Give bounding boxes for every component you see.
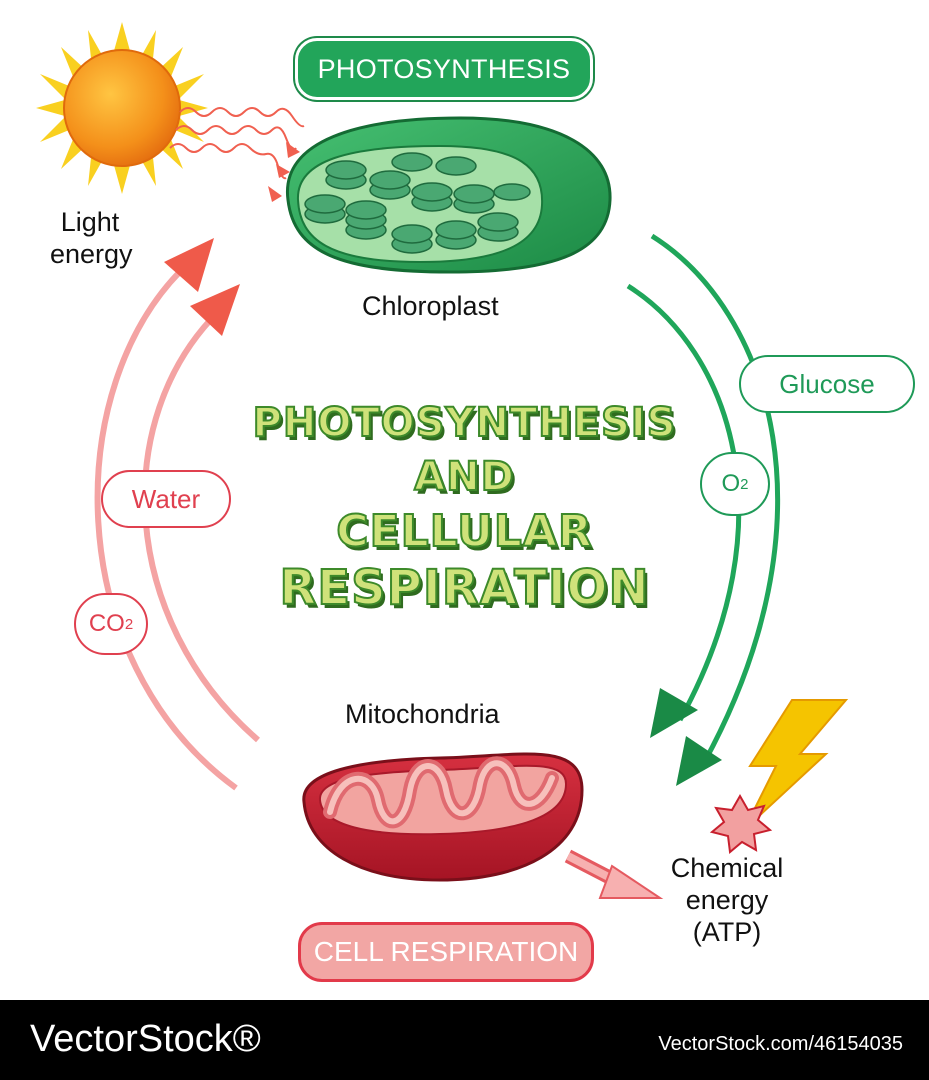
chemical-line2: energy <box>685 885 769 915</box>
atp-arrow <box>564 849 664 899</box>
vectorstock-logo: VectorStock® <box>30 1018 261 1060</box>
title-line-1: PHOTOSYNTHESIS <box>252 399 677 447</box>
cell-respiration-pill: CELL RESPIRATION <box>298 922 594 982</box>
photosynthesis-pill: PHOTOSYNTHESIS <box>295 38 593 100</box>
diagram-stage: PHOTOSYNTHESIS Light energy Chloroplast … <box>36 22 915 982</box>
o2-subscript: 2 <box>740 475 749 493</box>
light-energy-line1: Light <box>60 207 120 237</box>
mitochondria-icon <box>302 752 584 882</box>
o2-base: O <box>721 470 741 497</box>
energy-burst-icon <box>709 793 773 854</box>
pink-arrowheads <box>164 238 240 336</box>
title-line-3: CELLULAR <box>335 505 593 558</box>
chemical-energy-label: Chemical energy (ATP) <box>652 852 802 948</box>
vectorstock-id: VectorStock.com/46154035 <box>658 1033 903 1055</box>
co2-subscript: 2 <box>124 615 134 633</box>
diagram-graphics <box>36 22 849 899</box>
co2-base: CO <box>88 610 125 637</box>
green-arrowheads <box>650 688 722 786</box>
watermark-bar: VectorStock® VectorStock.com/46154035 <box>0 1000 929 1080</box>
title-line-2: AND <box>413 453 515 501</box>
glucose-label: Glucose <box>739 355 915 413</box>
light-rays <box>169 107 305 180</box>
light-energy-line2: energy <box>50 239 133 269</box>
chemical-line3: (ATP) <box>692 917 762 947</box>
lightning-icon <box>743 699 849 831</box>
chloroplast-icon <box>286 116 612 274</box>
chemical-line1: Chemical <box>670 853 784 883</box>
chloroplast-label: Chloroplast <box>362 291 499 321</box>
water-label: Water <box>101 470 231 528</box>
mitochondria-label: Mitochondria <box>345 699 500 729</box>
light-energy-label: Light energy <box>50 206 133 270</box>
sun-icon <box>36 22 208 194</box>
ray-arrowheads <box>268 142 300 202</box>
title-line-4: RESPIRATION <box>278 559 650 617</box>
